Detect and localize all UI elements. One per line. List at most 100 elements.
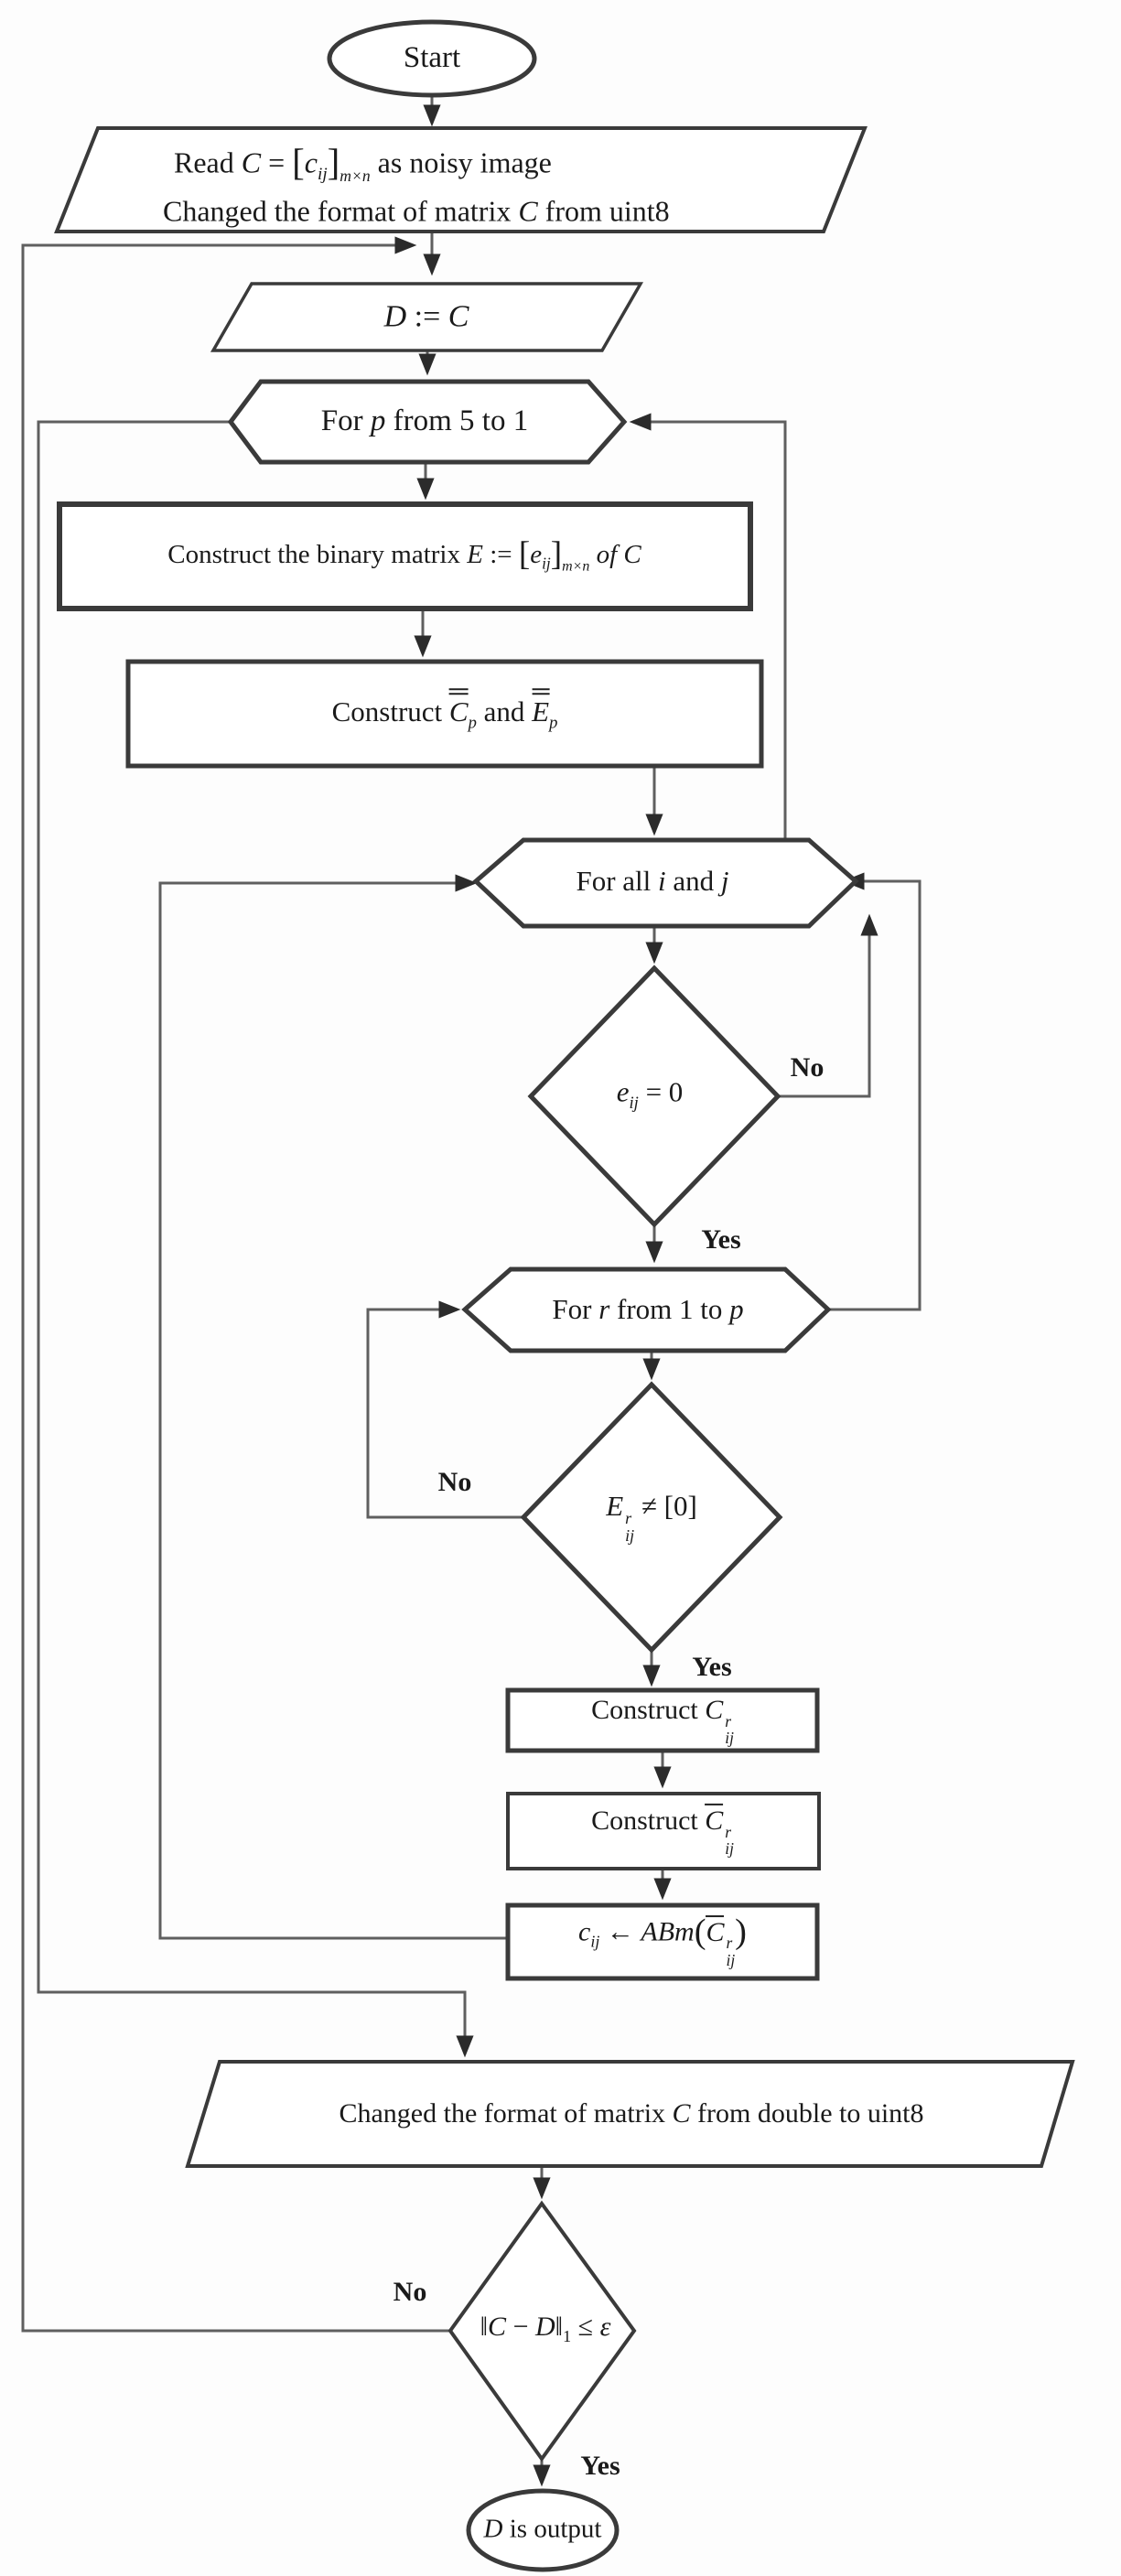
text-run: Construct [591, 1694, 706, 1725]
subscript-p: p [549, 713, 558, 733]
leq: ≤ [571, 2312, 600, 2343]
subscript-ij: ij [726, 1950, 736, 1969]
edge-label-no-enonzero: No [437, 1467, 472, 1497]
e-double-overbar: E [532, 688, 550, 728]
edge-label-yes-enonzero: Yes [692, 1652, 732, 1682]
forall-hexagon-shape [472, 837, 859, 929]
var-p: p [729, 1293, 744, 1326]
edge-label-no-norm: No [393, 2277, 427, 2307]
var-c-block: C [706, 1916, 725, 1947]
text-run: For [320, 404, 371, 438]
subscript-ij: ij [590, 1932, 600, 1951]
read-parallelogram-shape [54, 126, 868, 233]
edge-ezero-no-loop [778, 913, 878, 1098]
forp-hexagon-shape [227, 379, 628, 465]
var-e-matrix: E [467, 539, 483, 569]
enonzero-diamond-shape [520, 1381, 783, 1654]
text-run: from 1 to [609, 1293, 730, 1326]
abm-rect-shape [505, 1902, 820, 1981]
left-paren: ( [694, 1913, 706, 1952]
text-run: and [665, 865, 721, 898]
var-epsilon: ε [599, 2312, 611, 2343]
edge-forall-done-to-forp [629, 413, 787, 840]
forall-label: For all i and j [576, 865, 728, 898]
var-e-element: e [530, 539, 543, 569]
constructcbar-rect-shape [506, 1792, 821, 1870]
assign-label: D := C [384, 298, 469, 334]
text-run: Changed the format of matrix [339, 2097, 673, 2129]
text-run: := [406, 299, 448, 334]
var-e: E [532, 695, 550, 728]
var-e-block: E [606, 1490, 624, 1523]
ezero-label: eij = 0 [617, 1076, 684, 1114]
c-overbar: C [706, 1914, 725, 1947]
connector-group [21, 95, 922, 2487]
ezero-diamond-shape [527, 965, 781, 1228]
var-e-element: e [616, 1075, 630, 1108]
superscript-r: r [625, 1509, 632, 1528]
var-d: D [383, 299, 407, 334]
norm-bar: ‖ [555, 2312, 564, 2343]
var-c-matrix: C [518, 194, 538, 228]
var-p: p [370, 404, 386, 438]
binary-label: Construct the binary matrix E := [eij]m×… [167, 535, 641, 576]
text-run: ≠ [0] [634, 1490, 697, 1523]
var-c: C [623, 539, 641, 569]
var-c: C [672, 2097, 691, 2129]
binary-rect-shape [57, 501, 753, 611]
edge-forr-return-to-forall [828, 872, 922, 1311]
output-oval-shape [466, 2488, 620, 2572]
edge-abm-return-to-forall [158, 874, 508, 1940]
subscript-ij: ij [629, 1093, 639, 1113]
var-c: C [447, 299, 469, 334]
norm-label: ‖C − D‖1 ≤ ε [480, 2312, 611, 2346]
var-r: r [598, 1293, 610, 1326]
text-run: from uint8 [537, 194, 670, 228]
forr-hexagon-shape [461, 1266, 832, 1353]
norm-diamond-shape [447, 2200, 637, 2463]
left-arrow: ← [599, 1916, 641, 1947]
read-line2-label: Changed the format of matrix C from uint… [163, 195, 670, 229]
var-c: C [488, 2312, 507, 2343]
var-c-element: c [304, 146, 318, 179]
var-d: D [483, 2514, 503, 2544]
forp-label: For p from 5 to 1 [321, 404, 528, 439]
subscript-ij: ij [625, 1525, 635, 1545]
var-c-element: c [578, 1916, 591, 1947]
superscript-r: r [725, 1822, 732, 1841]
norm-bar: ‖ [480, 2312, 489, 2343]
right-bracket: ] [327, 140, 340, 183]
edge-label-yes-ezero: Yes [701, 1224, 741, 1255]
edge-norm-no-loop [21, 236, 450, 2333]
text-run: Construct [331, 695, 449, 728]
var-c-block: C [705, 1694, 724, 1725]
start-oval-shape [327, 19, 537, 98]
text-run: = [261, 146, 293, 179]
edge-enonzero-no-loop [366, 1300, 523, 1519]
assign-parallelogram-shape [210, 282, 644, 352]
text-run: from 5 to 1 [385, 404, 529, 438]
text-run: := [482, 539, 519, 569]
superscript-r: r [725, 1711, 732, 1730]
var-c-block: C [705, 1805, 724, 1836]
superscript-r: r [726, 1934, 733, 1953]
subscript-p: p [468, 713, 477, 733]
subscript-ij: ij [725, 1728, 734, 1747]
edge-label-no-ezero: No [790, 1052, 825, 1083]
func-abm: ABm [641, 1916, 695, 1947]
text-run: = 0 [638, 1075, 684, 1108]
text-run: and [476, 695, 533, 728]
var-i: i [658, 865, 666, 898]
convert-label: Changed the format of matrix C from doub… [339, 2098, 923, 2130]
edge-label-yes-norm: Yes [580, 2451, 620, 2481]
node-shape-group [54, 19, 1075, 2572]
bars-rect-shape [125, 659, 764, 769]
